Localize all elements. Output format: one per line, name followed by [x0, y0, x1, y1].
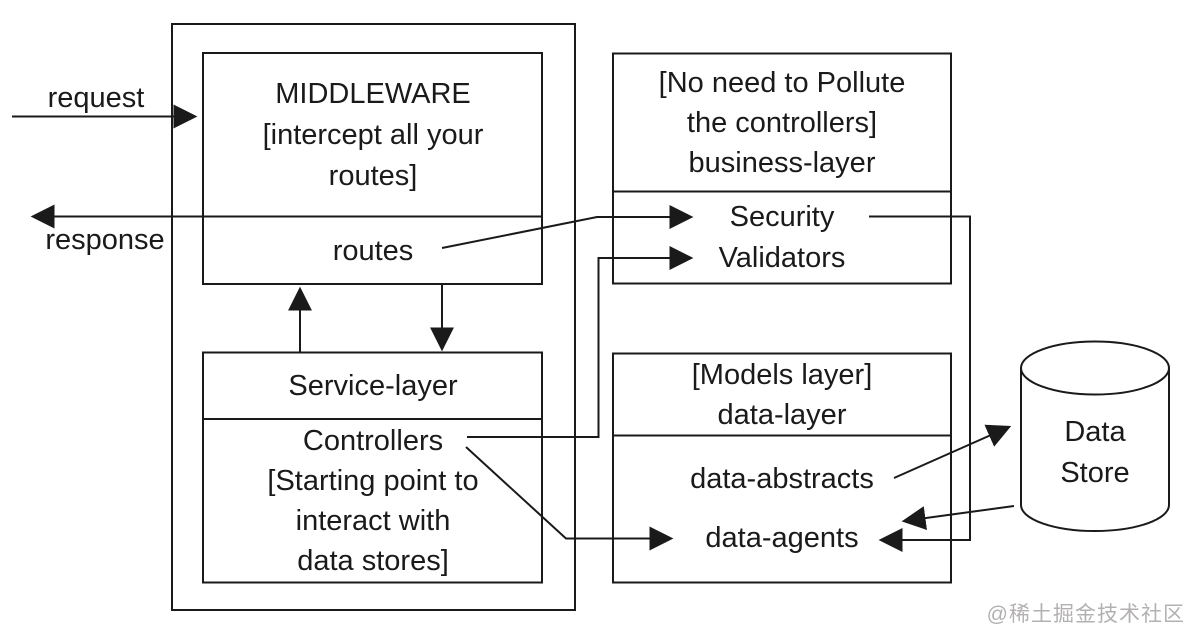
- middleware-title-line: [intercept all your: [262, 118, 484, 151]
- response-label: response: [45, 224, 165, 256]
- data-abstracts-label: data-abstracts: [690, 463, 874, 495]
- middleware-box: [202, 52, 543, 285]
- data-store-cylinder-top: [1020, 340, 1170, 396]
- business-layer-box: [612, 52, 952, 285]
- middleware-title: MIDDLEWARE [intercept all your routes]: [204, 53, 542, 217]
- watermark: @稀土掘金技术社区: [986, 603, 1185, 626]
- controllers-line: [Starting point to: [267, 464, 479, 497]
- controllers-to-data-agents-arrow: [465, 446, 674, 551]
- business-title-line: [No need to Pollute: [658, 67, 906, 99]
- routes-to-security-arrow: [441, 205, 694, 249]
- controllers-line: data stores]: [297, 544, 449, 577]
- data-layer-title-line: [Models layer]: [691, 359, 873, 391]
- business-title-line: the controllers]: [686, 107, 878, 139]
- middleware-title-line: routes]: [328, 159, 418, 192]
- data-abstracts-to-store-arrow: [893, 424, 1012, 479]
- security-label: Security: [729, 201, 835, 233]
- store-to-data-agents-arrow: [901, 505, 1015, 530]
- routes-label: routes: [332, 235, 414, 267]
- data-layer-title-line: data-layer: [717, 399, 847, 431]
- data-store-cylinder-body: [1020, 368, 1170, 532]
- data-store-label-line: Data: [1064, 416, 1126, 448]
- service-layer-box: [202, 351, 543, 584]
- middleware-title-line: MIDDLEWARE: [275, 77, 471, 110]
- data-layer-title: [Models layer] data-layer: [613, 355, 951, 435]
- data-store-label: Data Store: [1021, 411, 1169, 495]
- service-layer-label: Service-layer: [288, 370, 458, 402]
- controllers-line: interact with: [295, 504, 451, 537]
- controllers-line: Controllers: [302, 424, 444, 457]
- business-layer-title: [No need to Pollute the controllers] bus…: [613, 54, 951, 192]
- controllers-to-validators-arrow: [467, 246, 694, 438]
- request-label: request: [47, 82, 145, 114]
- data-agents-label: data-agents: [705, 522, 859, 554]
- security-to-data-agents-arrow: [869, 215, 971, 552]
- data-store-label-line: Store: [1060, 457, 1130, 489]
- business-title-line: business-layer: [688, 147, 876, 179]
- controllers-block: Controllers [Starting point to interact …: [204, 419, 542, 582]
- data-layer-box: [612, 352, 952, 584]
- outer-container-box: [171, 23, 576, 611]
- validators-label: Validators: [718, 242, 846, 274]
